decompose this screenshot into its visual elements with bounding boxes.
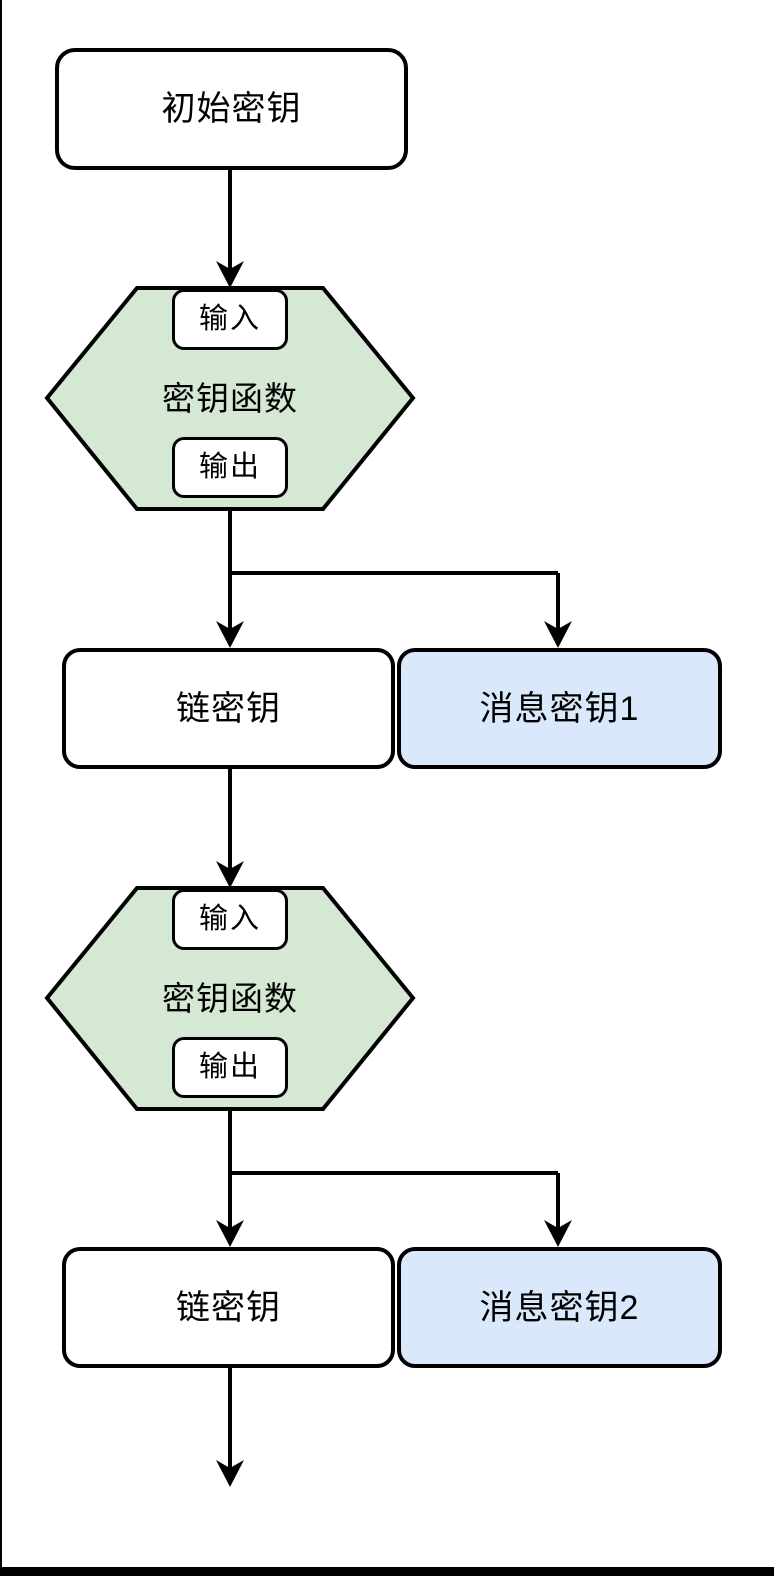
kdf2-input-badge: 输入	[172, 889, 288, 950]
node-chain-key-2-label: 链密钥	[176, 1288, 281, 1327]
kdf-hexagon-shape-1	[44, 286, 416, 511]
node-chain-key-1: 链密钥	[62, 648, 395, 769]
connector-kdf1-branch	[228, 509, 558, 575]
kdf2-label: 密钥函数	[70, 974, 390, 1022]
node-message-key-2-label: 消息密钥2	[479, 1288, 640, 1327]
kdf1-input-label: 输入	[198, 303, 261, 335]
kdf2-input-label: 输入	[198, 903, 261, 935]
arrowhead-into-kdf1	[216, 261, 244, 288]
kdf-hexagon-shape-2	[44, 886, 416, 1111]
arrowhead-into-messagekey2	[544, 1220, 572, 1247]
node-initial-key: 初始密钥	[55, 48, 408, 170]
arrowhead-into-kdf2	[216, 861, 244, 888]
bottom-border-bar	[0, 1567, 774, 1576]
kdf1-input-badge: 输入	[172, 289, 288, 350]
kdf2-output-label: 输出	[198, 1051, 261, 1083]
connector-lines	[228, 170, 560, 1470]
node-message-key-2: 消息密钥2	[397, 1247, 722, 1368]
node-chain-key-1-label: 链密钥	[176, 689, 281, 728]
arrowheads	[216, 261, 572, 1487]
arrowhead-into-chainkey2	[216, 1220, 244, 1247]
left-edge-line	[0, 0, 2, 1576]
kdf1-label: 密钥函数	[70, 374, 390, 422]
node-initial-key-label: 初始密钥	[161, 90, 302, 128]
connector-kdf2-branch	[228, 1109, 558, 1175]
node-message-key-1-label: 消息密钥1	[479, 689, 640, 728]
kdf2-output-badge: 输出	[172, 1037, 288, 1098]
arrowhead-into-messagekey1	[544, 621, 572, 648]
node-message-key-1: 消息密钥1	[397, 648, 722, 769]
kdf1-output-badge: 输出	[172, 437, 288, 498]
kdf2-label-text: 密钥函数	[162, 979, 298, 1017]
arrowhead-chain-continues	[216, 1460, 244, 1487]
arrowhead-into-chainkey1	[216, 621, 244, 648]
kdf1-output-label: 输出	[198, 451, 261, 483]
kdf1-label-text: 密钥函数	[162, 379, 298, 417]
node-chain-key-2: 链密钥	[62, 1247, 395, 1368]
